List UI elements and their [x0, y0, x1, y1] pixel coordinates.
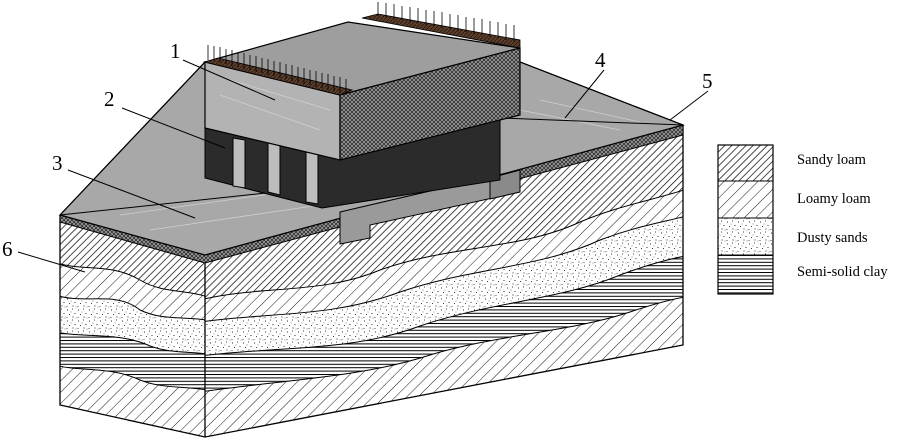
legend-swatch-sandy-loam	[717, 144, 774, 182]
callout-5: 5	[702, 69, 713, 93]
soil-block-outline	[59, 125, 684, 438]
legend-label-semi-solid-clay: Semi-solid clay	[797, 264, 888, 280]
legend-label-loamy-loam: Loamy loam	[797, 191, 871, 207]
raised-slab	[202, 13, 521, 161]
callout-3: 3	[52, 151, 63, 175]
legend: Sandy loam Loamy loam Dusty sands Semi-s…	[717, 144, 888, 295]
legend-label-dusty-sands: Dusty sands	[797, 230, 868, 246]
grass-ticks	[207, 2, 515, 94]
legend-swatch-dusty-sands	[717, 217, 774, 256]
callout-4: 4	[595, 48, 606, 72]
legend-label-sandy-loam: Sandy loam	[797, 152, 867, 168]
callout-1: 1	[170, 39, 181, 63]
callout-6: 6	[2, 237, 13, 261]
surface-texture	[119, 99, 641, 231]
callout-leaders	[17, 59, 709, 273]
legend-swatch-loamy-loam	[717, 180, 774, 219]
legend-swatch-semi-solid-clay	[717, 254, 774, 295]
callout-2: 2	[104, 87, 115, 111]
